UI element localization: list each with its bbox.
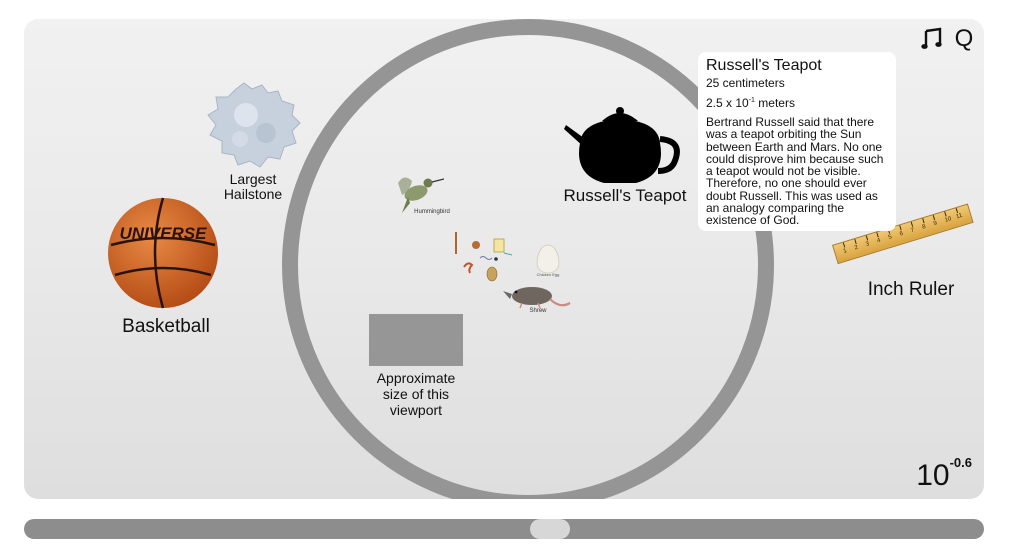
small-objects-cluster[interactable] (444, 231, 524, 289)
size-m-base: 2.5 x 10 (706, 96, 749, 110)
scale-base: 10 (916, 459, 950, 492)
zoom-viewport[interactable]: Q Largest Hailstone UNIVERSE Basketball … (24, 19, 984, 499)
hummingbird-label: Hummingbird (414, 209, 450, 215)
viewport-size-label: Approximate size of this viewport (376, 370, 456, 418)
ruler-tick-mark (921, 218, 925, 224)
zoom-slider[interactable] (24, 519, 984, 539)
ruler-tick-label: 8 (921, 223, 927, 231)
ruler-tick-label: 2 (853, 244, 859, 252)
size-m-unit: meters (754, 96, 795, 110)
info-card: Russell's Teapot 25 centimeters 2.5 x 10… (698, 52, 896, 231)
ruler-tick-label: 3 (865, 241, 871, 248)
hailstone-icon[interactable] (206, 81, 304, 169)
search-button[interactable]: Q (950, 25, 978, 53)
egg-icon[interactable] (536, 244, 560, 274)
ruler-tick-mark (865, 235, 868, 241)
ruler-label: Inch Ruler (867, 279, 955, 300)
search-icon: Q (954, 25, 974, 52)
ruler-tick-mark (944, 211, 947, 217)
ruler-tick-mark (854, 238, 857, 245)
ruler-tick-label: 4 (876, 237, 882, 245)
egg-label: Chicken Egg (536, 272, 560, 277)
hailstone-label: Largest Hailstone (223, 171, 283, 202)
hummingbird-icon[interactable] (392, 169, 444, 215)
ruler-tick-label: 1 (842, 248, 848, 255)
ruler-tick-mark (876, 232, 880, 238)
ruler-tick-mark (899, 225, 902, 231)
info-card-size-cm: 25 centimeters (706, 76, 785, 90)
ruler-tick-label: 10 (944, 216, 953, 224)
ruler-tick-mark (955, 207, 959, 214)
teapot-icon[interactable] (562, 107, 682, 185)
top-controls: Q (918, 25, 978, 53)
teapot-label: Russell's Teapot (563, 186, 687, 205)
info-card-description: Bertrand Russell said that there was a t… (706, 115, 884, 228)
info-card-size-m: 2.5 x 10-1 meters (706, 92, 889, 112)
zoom-slider-handle[interactable] (530, 519, 570, 539)
scale-readout: 10-0.6 (916, 455, 972, 493)
viewport-size-box (369, 314, 463, 366)
basketball-logo-text: UNIVERSE (120, 224, 208, 243)
basketball-label: Basketball (122, 316, 210, 337)
ruler-tick-label: 6 (899, 230, 905, 238)
scale-exponent: -0.6 (949, 455, 972, 470)
ruler-tick-label: 11 (955, 212, 964, 221)
size-m-exponent: -1 (748, 97, 755, 104)
ruler-tick-label: 7 (910, 227, 916, 235)
music-note-icon[interactable] (918, 25, 946, 53)
info-card-title: Russell's Teapot (706, 57, 822, 74)
ruler-tick-mark (910, 221, 913, 227)
shrew-icon[interactable] (502, 281, 572, 311)
basketball-icon[interactable]: UNIVERSE (107, 197, 219, 309)
ruler-tick-label: 5 (887, 234, 893, 242)
ruler-tick-mark (842, 242, 846, 248)
shrew-label: Shrew (529, 308, 547, 314)
ruler-tick-mark (933, 214, 936, 220)
ruler-tick-label: 9 (932, 220, 938, 228)
